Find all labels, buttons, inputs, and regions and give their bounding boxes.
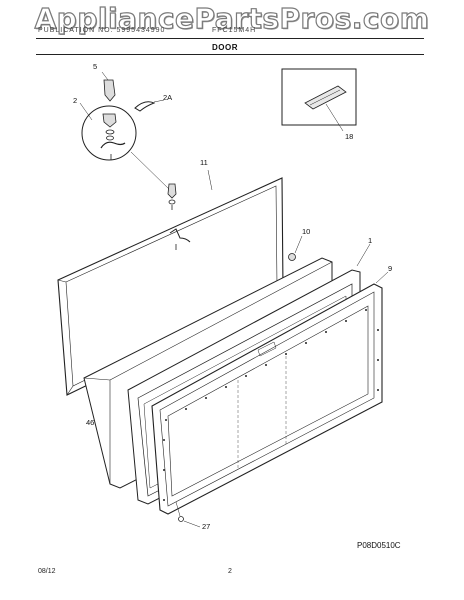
section-title: DOOR (212, 43, 238, 52)
callout-9: 9 (388, 264, 393, 273)
part-10-bumper (288, 235, 303, 261)
header-rule-bottom (36, 54, 424, 55)
model-number: FFC15M4H (212, 27, 257, 34)
part-27-plug (175, 501, 201, 528)
part-18-inset (281, 68, 357, 132)
door-panel-dividers (237, 356, 287, 470)
callout-2: 2 (73, 96, 78, 105)
figure-code: P08D0510C (357, 541, 401, 550)
callout-27: 27 (202, 522, 211, 531)
page-number: 2 (228, 568, 232, 575)
header-rule-top (36, 38, 424, 39)
callout-2a: 2A (163, 93, 173, 102)
callout-1: 1 (368, 236, 373, 245)
gasket-screw-holes (163, 309, 379, 501)
callout-5: 5 (93, 62, 98, 71)
part-9-gasket (151, 271, 389, 515)
watermark-logo: AppliancePartsPros.com (34, 1, 430, 35)
callout-46: 46 (86, 418, 95, 427)
footer-date: 08/12 (38, 568, 56, 575)
callout-18: 18 (345, 132, 354, 141)
hinge-assembly (79, 71, 177, 210)
callout-11: 11 (200, 158, 208, 167)
publication-number: PUBLICATION NO. 5995434990 (38, 27, 166, 34)
callout-10: 10 (302, 227, 311, 236)
